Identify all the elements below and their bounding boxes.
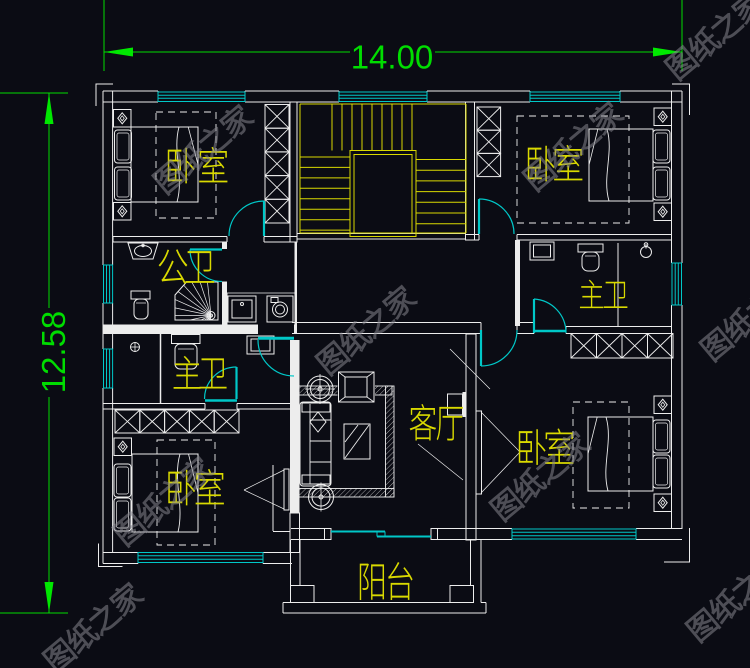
svg-text:12.58: 12.58 bbox=[35, 311, 72, 394]
svg-text:14.00: 14.00 bbox=[351, 39, 434, 76]
